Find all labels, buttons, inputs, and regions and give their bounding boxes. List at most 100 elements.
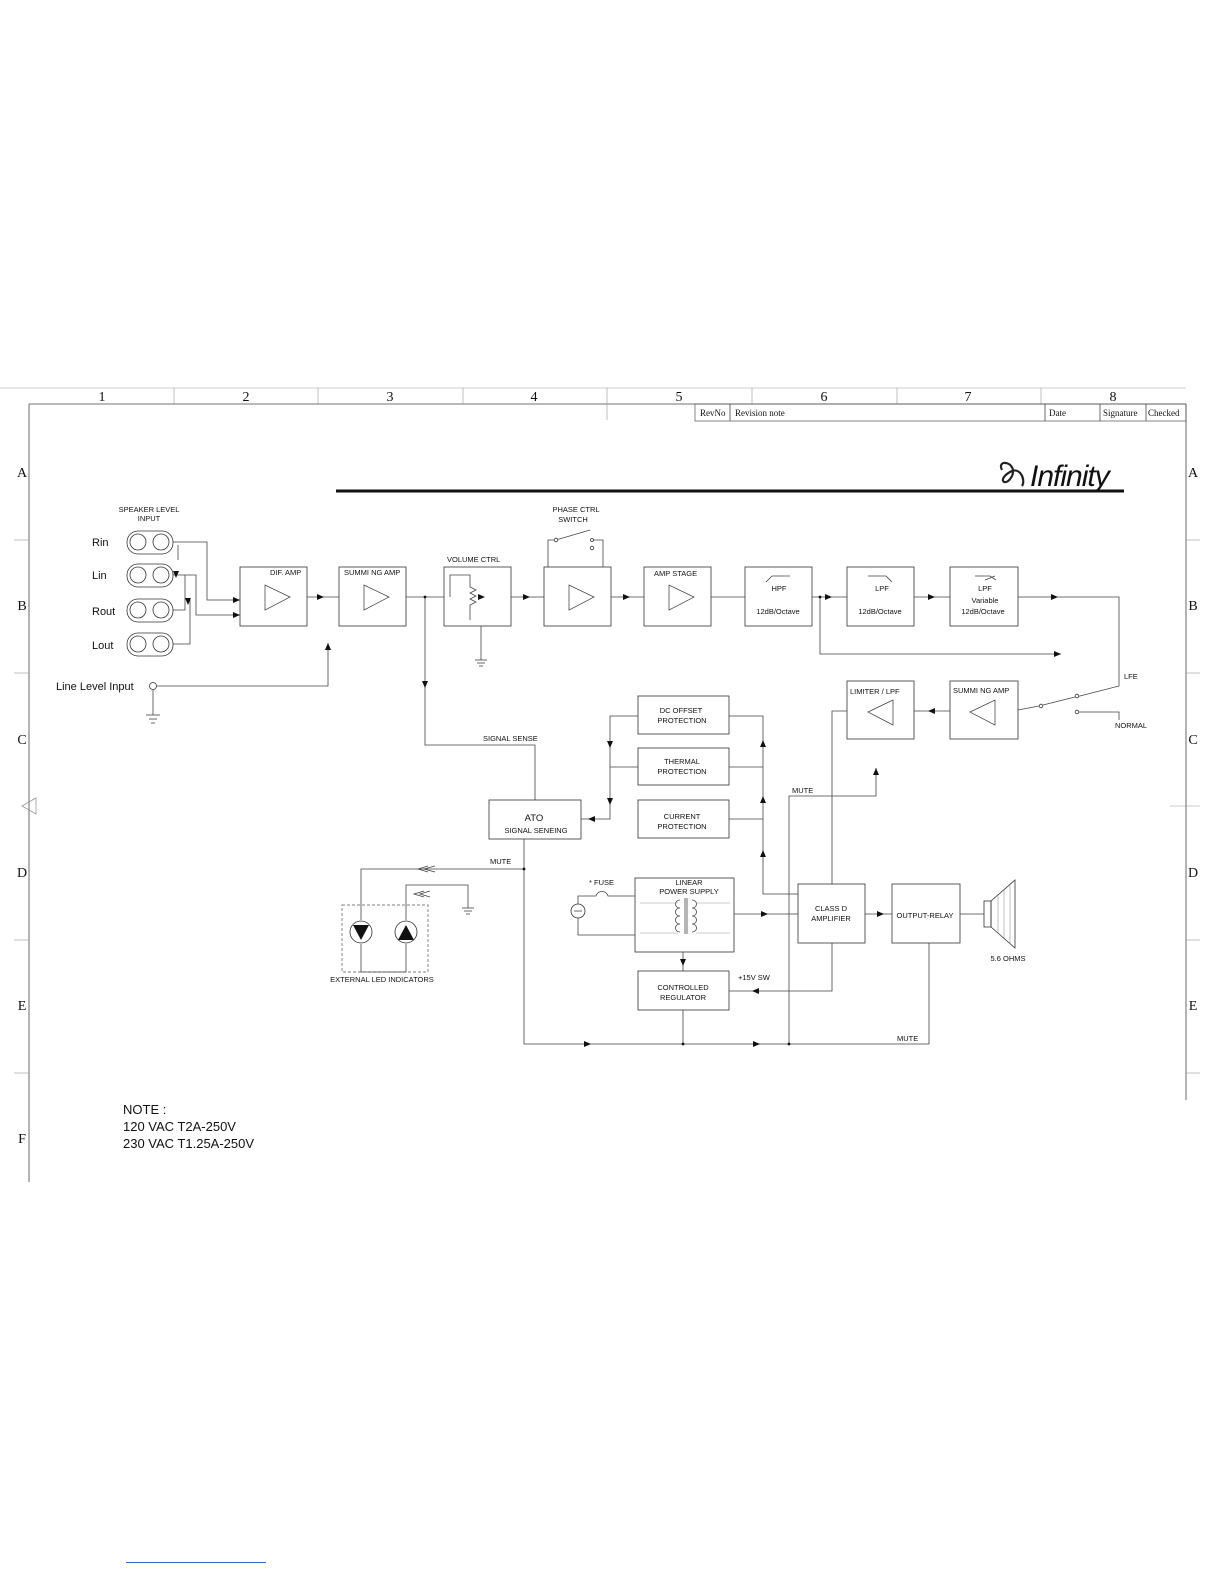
linear-power-supply-block: LINEAR POWER SUPPLY: [634, 877, 735, 953]
ato-block: ATO SIGNAL SENEING: [488, 799, 582, 840]
terminal-block-lin: [126, 563, 174, 588]
mains-input: * FUSE: [570, 878, 635, 936]
hyperlink-underline[interactable]: [126, 1562, 266, 1563]
class-d-label: CLASS D: [815, 904, 848, 913]
ato-label: ATO: [525, 813, 544, 824]
row-label: D: [17, 866, 27, 881]
amplifier-icon: [363, 584, 390, 611]
column-label: 7: [965, 390, 972, 405]
row-label: B: [1188, 599, 1197, 614]
lpf-var-label: Variable: [972, 596, 999, 605]
row-labels: A B C D E F A B C D E: [17, 466, 1199, 1147]
ground-icon: [475, 659, 487, 667]
current-label: PROTECTION: [657, 822, 706, 831]
lpf-block: LPF 12dB/Octave: [846, 566, 915, 627]
speaker-level-title: INPUT: [138, 514, 161, 523]
row-label: C: [17, 733, 26, 748]
led-indicators-label: EXTERNAL LED INDICATORS: [330, 975, 434, 984]
potentiometer-icon: [449, 574, 477, 620]
lfe-normal-switch: [1017, 693, 1080, 715]
ato-sub-label: SIGNAL SENEING: [504, 826, 567, 835]
dc-offset-label: DC OFFSET: [660, 706, 703, 715]
center-mark-icon: [21, 797, 37, 815]
rev-no-header: RevNo: [700, 408, 726, 418]
hpf-slope: 12dB/Octave: [756, 607, 799, 616]
transformer-icon: [640, 898, 730, 934]
note-line-1: 120 VAC T2A-250V: [123, 1119, 236, 1134]
row-label: E: [18, 999, 27, 1014]
hpf-block: HPF 12dB/Octave: [744, 566, 813, 627]
lfe-label: LFE: [1124, 672, 1138, 681]
drawing-frame: [0, 387, 1200, 1182]
note-line-2: 230 VAC T1.25A-250V: [123, 1136, 254, 1151]
dc-offset-protection-block: DC OFFSET PROTECTION: [637, 695, 730, 735]
row-label: C: [1188, 733, 1197, 748]
dif-amp-label: DIF. AMP: [270, 568, 301, 577]
thermal-protection-block: THERMAL PROTECTION: [637, 747, 730, 786]
infinity-logo: Infinity: [999, 460, 1113, 493]
speaker-level-input: SPEAKER LEVEL INPUT Rin Lin Rout Lout: [92, 505, 240, 657]
output-relay-block: OUTPUT-RELAY: [891, 883, 961, 944]
external-led-indicators: EXTERNAL LED INDICATORS: [330, 865, 524, 984]
note-title: NOTE :: [123, 1102, 166, 1117]
controlled-regulator-block: CONTROLLED REGULATOR: [637, 970, 730, 1011]
lpf-variable-curve-icon: [975, 575, 997, 581]
terminal-block-rout: [126, 598, 174, 623]
input-rout-label: Rout: [92, 606, 115, 618]
linear-psu-label: POWER SUPPLY: [659, 887, 718, 896]
lpf-slope: 12dB/Octave: [858, 607, 901, 616]
summing-amp-label: SUMMI NG AMP: [344, 568, 400, 577]
amplifier-icon: [668, 584, 695, 611]
summing-amp-2-label: SUMMI NG AMP: [953, 686, 1009, 695]
fuse-label: * FUSE: [589, 878, 614, 887]
line-level-input: Line Level Input: [56, 643, 331, 724]
lpf-var-slope: 12dB/Octave: [961, 607, 1004, 616]
amp-stage-block: AMP STAGE: [643, 566, 712, 627]
row-label: D: [1188, 866, 1198, 881]
phase-ctrl-label: PHASE CTRL: [552, 505, 599, 514]
normal-label: NORMAL: [1115, 721, 1147, 730]
limiter-lpf-block: LIMITER / LPF: [846, 680, 915, 740]
current-protection-block: CURRENT PROTECTION: [637, 799, 730, 839]
lpf-variable-block: LPF Variable 12dB/Octave: [949, 566, 1019, 627]
column-label: 8: [1110, 390, 1117, 405]
class-d-amplifier-block: CLASS D AMPLIFIER: [797, 883, 866, 944]
input-lin-label: Lin: [92, 570, 107, 582]
limiter-lpf-label: LIMITER / LPF: [850, 687, 900, 696]
checked-header: Checked: [1148, 408, 1180, 418]
rca-jack-icon: [149, 682, 157, 690]
amplifier-icon: [969, 699, 996, 726]
mute-label-1: MUTE: [490, 857, 511, 866]
column-label: 6: [821, 390, 828, 405]
ohms-label: 5.6 OHMS: [990, 954, 1025, 963]
row-label: A: [1188, 466, 1199, 481]
dif-amp-block: DIF. AMP: [239, 566, 308, 627]
row-label: A: [17, 466, 28, 481]
signal-sense-label: SIGNAL SENSE: [483, 734, 538, 743]
column-label: 3: [387, 390, 394, 405]
input-lout-label: Lout: [92, 640, 113, 652]
output-relay-label: OUTPUT-RELAY: [897, 911, 954, 920]
amplifier-icon: [568, 584, 595, 611]
amplifier-icon: [264, 584, 291, 611]
thermal-label: THERMAL: [664, 757, 700, 766]
summing-amp-block: SUMMI NG AMP: [338, 566, 407, 627]
phase-ctrl-label: SWITCH: [558, 515, 588, 524]
logo-text: Infinity: [1030, 460, 1112, 493]
hpf-label: HPF: [772, 584, 787, 593]
connector-chevrons-icon: [416, 865, 436, 873]
phase-ctrl-block: PHASE CTRL SWITCH: [543, 505, 612, 627]
revision-table: RevNo Revision note Date Signature Check…: [694, 403, 1187, 422]
fuse-note: NOTE : 120 VAC T2A-250V 230 VAC T1.25A-2…: [123, 1102, 254, 1151]
ground-icon: [146, 714, 160, 724]
dc-offset-label: PROTECTION: [657, 716, 706, 725]
phase-switch-icon: [547, 529, 604, 567]
terminal-block-lout: [126, 632, 174, 657]
regulator-label: REGULATOR: [660, 993, 707, 1002]
terminal-block-rin: [126, 530, 174, 555]
amp-stage-label: AMP STAGE: [654, 569, 697, 578]
infinity-swirl-icon: [999, 461, 1025, 487]
column-labels: 1 2 3 4 5 6 7 8: [99, 390, 1117, 405]
speaker-icon: [983, 879, 1016, 949]
